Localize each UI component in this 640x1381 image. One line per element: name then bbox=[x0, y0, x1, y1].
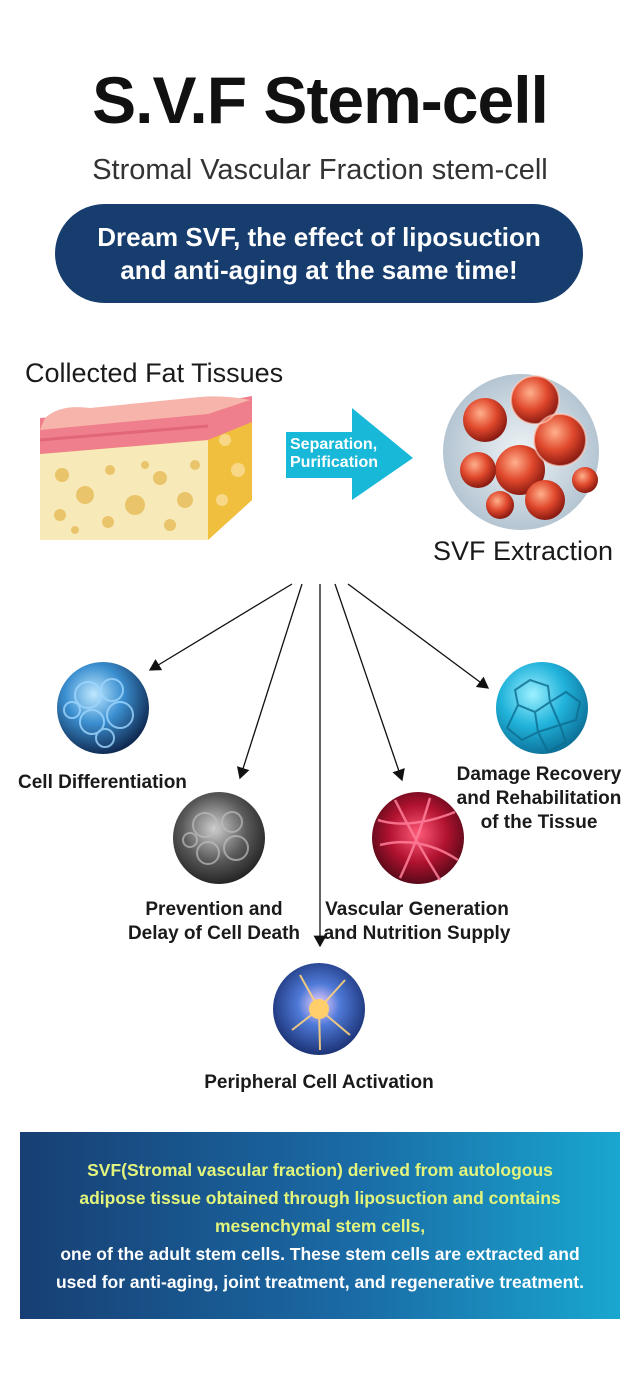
tagline-line-2: and anti-aging at the same time! bbox=[120, 254, 518, 285]
arrow-text-line-1: Separation, bbox=[290, 436, 378, 453]
prevention-label: Prevention and Delay of Cell Death bbox=[120, 898, 308, 946]
svf-cells-image bbox=[443, 374, 599, 530]
prevention-line-1: Prevention and bbox=[145, 899, 283, 920]
vascular-label: Vascular Generation and Nutrition Supply bbox=[322, 898, 512, 946]
svf-extraction-label: SVF Extraction bbox=[433, 536, 614, 566]
tagline-line-1: Dream SVF, the effect of liposuction bbox=[97, 221, 541, 252]
tissue-recovery-image bbox=[496, 662, 588, 754]
damage-line-3: of the Tissue bbox=[480, 812, 598, 833]
separation-arrow bbox=[286, 408, 413, 500]
info-line-4: one of the adult stem cells. These stem … bbox=[60, 1243, 580, 1264]
cell-death-prevention-image bbox=[173, 792, 265, 884]
cell-differentiation-image bbox=[57, 662, 149, 754]
page-title: S.V.F Stem-cell bbox=[92, 63, 549, 137]
vascular-line-2: and Nutrition Supply bbox=[323, 923, 511, 944]
page-subtitle: Stromal Vascular Fraction stem-cell bbox=[92, 154, 548, 186]
peripheral-label: Peripheral Cell Activation bbox=[204, 1072, 434, 1093]
vascular-line-1: Vascular Generation bbox=[325, 899, 509, 920]
info-highlight-line-3: mesenchymal stem cells, bbox=[214, 1215, 426, 1236]
prevention-line-2: Delay of Cell Death bbox=[127, 923, 301, 944]
damage-line-2: and Rehabilitation bbox=[456, 788, 622, 809]
info-box: SVF(Stromal vascular fraction) derived f… bbox=[20, 1132, 620, 1319]
fat-tissue-illustration bbox=[39, 396, 252, 540]
effect-arrows bbox=[148, 583, 490, 948]
tagline-banner: Dream SVF, the effect of liposuction and… bbox=[55, 204, 583, 303]
arrow-text-line-2: Purification bbox=[290, 454, 379, 471]
vascular-generation-image bbox=[372, 792, 464, 884]
info-highlight-line-1: SVF(Stromal vascular fraction) derived f… bbox=[87, 1159, 553, 1180]
peripheral-cell-image bbox=[273, 963, 365, 1055]
damage-line-1: Damage Recovery bbox=[456, 764, 622, 785]
info-highlight-line-2: adipose tissue obtained through liposuct… bbox=[79, 1187, 561, 1208]
damage-recovery-label: Damage Recovery and Rehabilitation of th… bbox=[452, 763, 626, 835]
info-line-5: used for anti-aging, joint treatment, an… bbox=[55, 1271, 584, 1292]
collected-fat-label: Collected Fat Tissues bbox=[25, 358, 284, 388]
cell-differentiation-label: Cell Differentiation bbox=[18, 772, 187, 793]
separation-purification-label: Separation, Purification bbox=[290, 436, 378, 472]
